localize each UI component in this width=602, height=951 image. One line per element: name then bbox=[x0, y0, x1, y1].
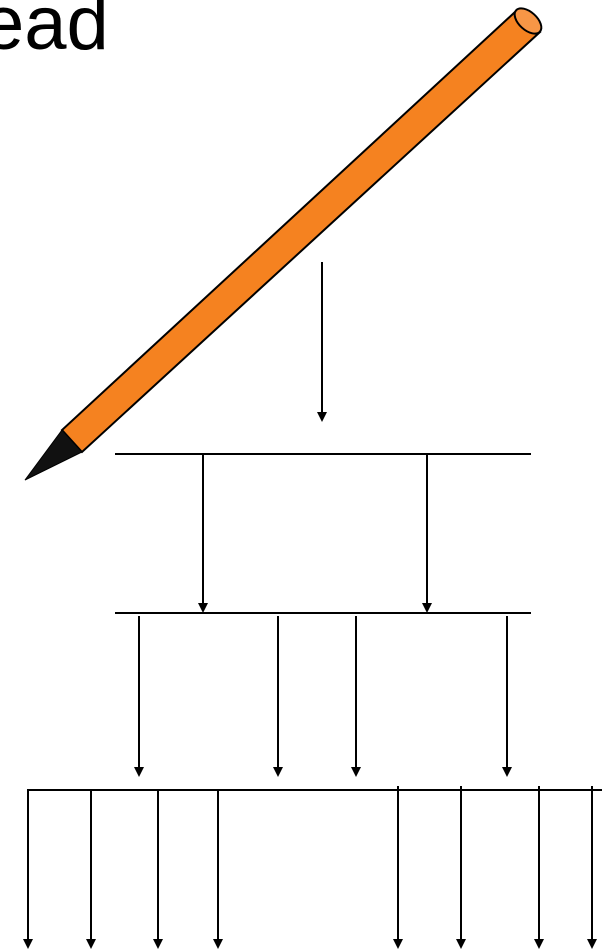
pencil-tip bbox=[24, 429, 83, 481]
pencil-eraser-end bbox=[513, 7, 543, 35]
pencil-icon bbox=[24, 7, 543, 481]
pencil-body bbox=[60, 10, 542, 454]
partial-title-text: ead bbox=[0, 0, 109, 66]
